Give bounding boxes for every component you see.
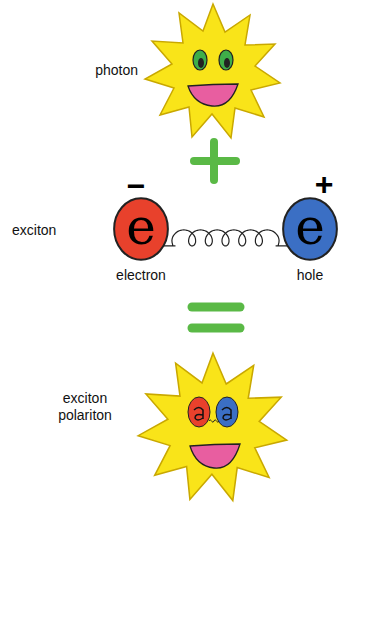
equals-sign: [192, 307, 240, 328]
photon-star: [145, 4, 280, 138]
hole-oval: ehole: [282, 197, 338, 261]
polariton-star: [138, 353, 287, 500]
particle-name: hole: [297, 267, 323, 283]
spring-bond: [163, 230, 287, 246]
component-label: photon: [78, 62, 138, 79]
component-label: exciton: [12, 222, 82, 239]
charge-sign: −: [124, 170, 148, 202]
particle-letter: e: [113, 202, 169, 252]
particle-name: electron: [116, 267, 166, 283]
particle-letter: e: [282, 202, 338, 252]
charge-sign: +: [312, 168, 336, 200]
plus-sign: [194, 142, 236, 180]
component-label: exciton polariton: [40, 390, 130, 424]
electron-oval: eelectron: [113, 197, 169, 261]
